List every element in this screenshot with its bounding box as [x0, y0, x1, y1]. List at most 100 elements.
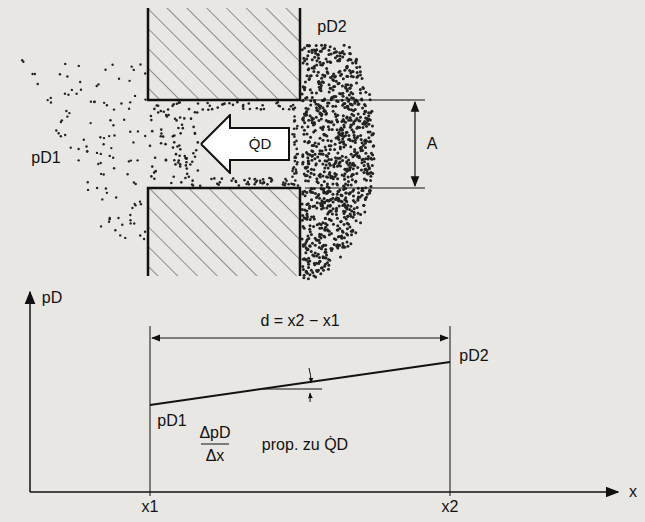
particle: [345, 116, 348, 119]
particle: [327, 125, 330, 128]
particle: [100, 153, 102, 155]
particle: [309, 175, 312, 178]
particle: [308, 153, 311, 156]
particle: [340, 237, 343, 240]
particle: [308, 273, 311, 276]
particle: [314, 244, 317, 247]
particle: [333, 148, 336, 151]
particle: [315, 255, 318, 258]
particle: [85, 145, 87, 147]
particle: [144, 135, 146, 137]
particle: [303, 244, 306, 247]
particle: [356, 199, 359, 202]
particle: [268, 177, 271, 180]
particle: [64, 134, 66, 136]
particle: [293, 166, 296, 169]
particle: [312, 225, 315, 228]
particle: [99, 136, 101, 138]
particle: [325, 160, 328, 163]
particle: [361, 106, 364, 109]
particle: [357, 119, 360, 122]
particle: [305, 191, 308, 194]
particle: [302, 133, 305, 136]
particle: [192, 152, 195, 155]
particle: [324, 148, 327, 151]
particle: [306, 125, 309, 128]
particle: [120, 102, 122, 104]
particle: [128, 160, 130, 162]
particle: [343, 126, 346, 129]
particle: [359, 146, 362, 149]
particle: [349, 205, 352, 208]
particle: [311, 242, 314, 245]
particle: [349, 83, 352, 86]
particle: [351, 155, 354, 158]
particle: [174, 117, 177, 120]
particle: [303, 129, 306, 132]
particle: [332, 177, 335, 180]
particle: [364, 168, 367, 171]
particle: [210, 178, 213, 181]
particle: [151, 130, 154, 133]
particle: [359, 91, 362, 94]
particle: [329, 87, 332, 90]
particle: [219, 181, 222, 184]
particle: [339, 74, 342, 77]
particle: [336, 152, 339, 155]
particle: [326, 182, 329, 185]
particle: [320, 226, 323, 229]
particle: [97, 163, 99, 165]
particle: [108, 135, 110, 137]
flow-label: Q̇D: [249, 136, 272, 153]
particle: [335, 207, 338, 210]
particle: [313, 157, 316, 160]
particle: [345, 131, 348, 134]
particle: [230, 180, 233, 183]
particle: [162, 135, 165, 138]
particle: [317, 54, 320, 57]
particle: [178, 101, 181, 104]
particle: [324, 145, 327, 148]
particle: [349, 242, 352, 245]
particle: [334, 56, 337, 59]
particle: [301, 155, 304, 158]
particle: [179, 116, 182, 119]
flow-arrow: Q̇D: [200, 114, 290, 174]
particle: [326, 190, 329, 193]
particle: [364, 152, 367, 155]
particle: [349, 116, 352, 119]
particle: [337, 235, 340, 238]
particle: [309, 103, 312, 106]
particle: [350, 113, 353, 116]
particle: [179, 132, 182, 135]
particle: [365, 171, 368, 174]
particle: [314, 192, 317, 195]
particle: [172, 146, 175, 149]
pressure-label: pD2: [315, 18, 348, 36]
particle: [93, 101, 95, 103]
particle: [341, 104, 344, 107]
particle: [154, 170, 157, 173]
particle: [361, 141, 364, 144]
particle: [314, 50, 317, 53]
particle: [329, 204, 332, 207]
particle: [67, 94, 69, 96]
particle: [369, 189, 372, 192]
particle: [352, 130, 355, 133]
particle: [349, 145, 352, 148]
particle: [256, 180, 259, 183]
particle: [350, 96, 353, 99]
particle: [357, 103, 360, 106]
particle: [345, 192, 348, 195]
pressure-graph: [30, 292, 618, 496]
particle: [309, 230, 312, 233]
particle: [339, 194, 342, 197]
particle: [345, 131, 348, 134]
particle: [311, 51, 314, 54]
particle: [303, 121, 306, 124]
particle: [363, 122, 366, 125]
particle: [303, 274, 306, 277]
particle: [181, 123, 184, 126]
particle: [293, 120, 296, 123]
particle: [334, 75, 337, 78]
